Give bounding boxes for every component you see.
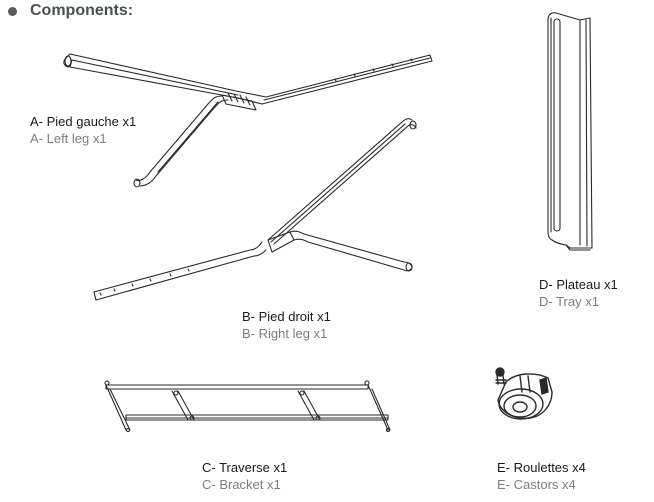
component-label-d: D- Plateau x1 D- Tray x1 [539, 276, 618, 310]
label-fr: A- Pied gauche x1 [30, 114, 137, 129]
component-label-c: C- Traverse x1 C- Bracket x1 [202, 459, 287, 493]
bullet-icon [8, 6, 17, 16]
component-label-e: E- Roulettes x4 E- Castors x4 [497, 459, 586, 493]
label-en: C- Bracket x1 [202, 477, 281, 492]
label-en: A- Left leg x1 [30, 131, 107, 146]
component-label-a: A- Pied gauche x1 A- Left leg x1 [30, 113, 136, 147]
section-title: Components: [30, 2, 134, 19]
label-en: D- Tray x1 [539, 294, 599, 309]
label-en: B- Right leg x1 [242, 326, 328, 341]
label-fr: D- Plateau x1 [539, 277, 618, 292]
label-en: E- Castors x4 [497, 477, 576, 492]
label-fr: C- Traverse x1 [202, 460, 288, 475]
components-heading: Components: [8, 2, 133, 20]
component-label-b: B- Pied droit x1 B- Right leg x1 [242, 308, 331, 342]
label-fr: B- Pied droit x1 [242, 309, 331, 324]
label-fr: E- Roulettes x4 [497, 460, 586, 475]
